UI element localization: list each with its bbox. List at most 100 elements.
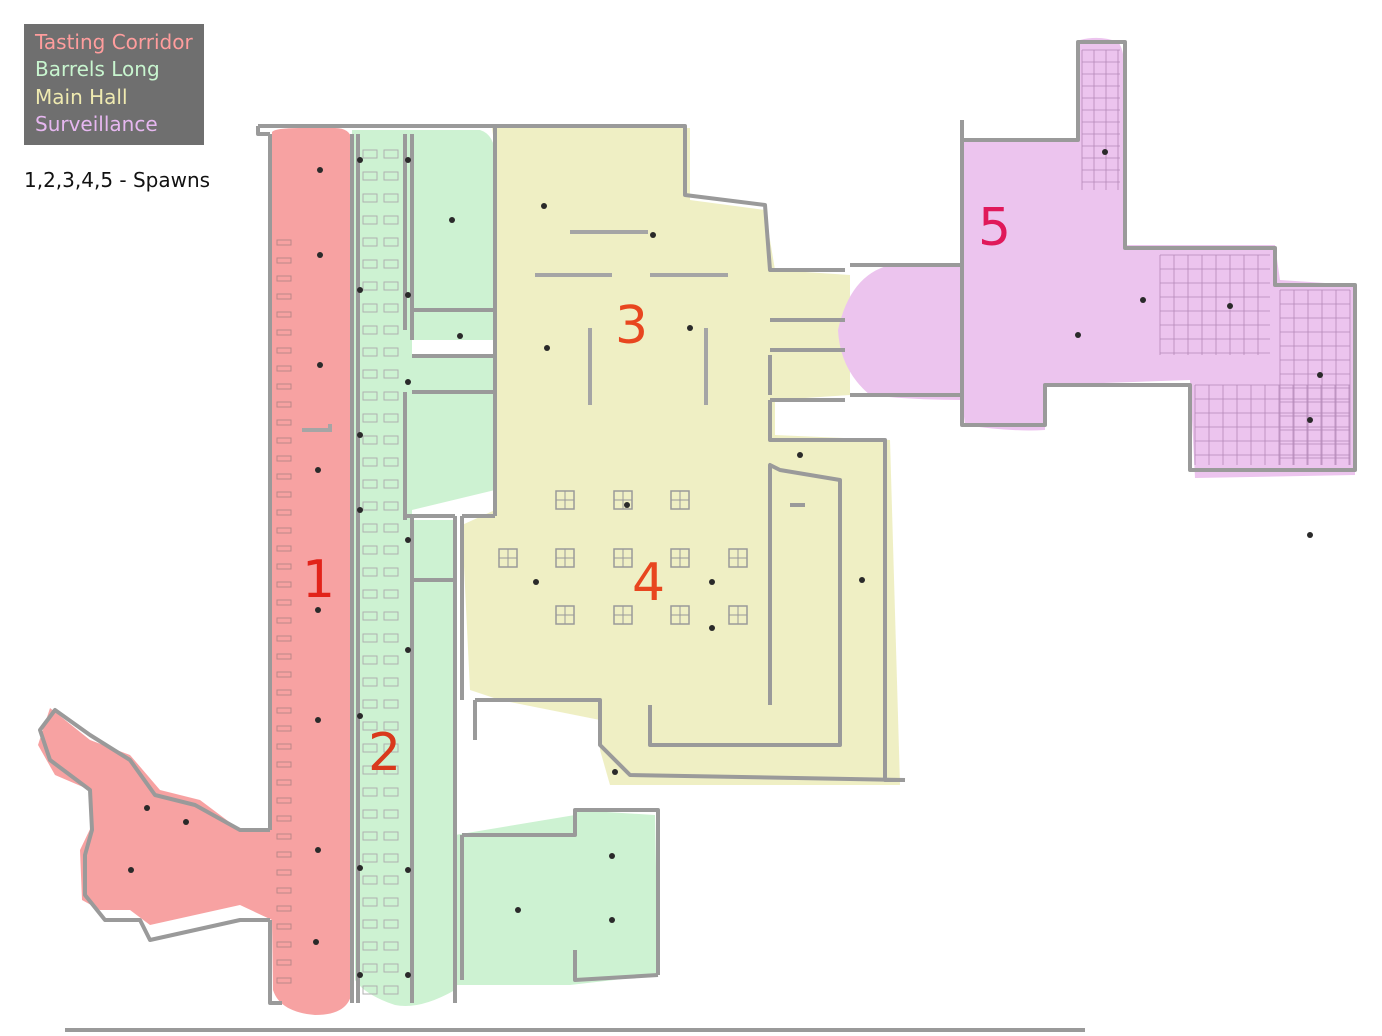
fixture xyxy=(276,941,292,948)
barrel xyxy=(362,787,378,797)
map-marker xyxy=(405,972,411,978)
barrel xyxy=(362,611,378,621)
map-marker xyxy=(128,867,134,873)
map-marker xyxy=(405,537,411,543)
spawn-label-2: 2 xyxy=(368,723,401,783)
barrel xyxy=(362,237,378,247)
barrel xyxy=(383,919,399,929)
map-marker xyxy=(315,847,321,853)
barrel xyxy=(383,369,399,379)
table xyxy=(555,605,575,625)
table xyxy=(670,548,690,568)
fixture xyxy=(276,563,292,570)
fixture xyxy=(276,473,292,480)
barrel xyxy=(383,479,399,489)
barrel xyxy=(383,963,399,973)
barrel xyxy=(362,435,378,445)
spawn-label-5: 5 xyxy=(978,198,1011,258)
fixture xyxy=(276,509,292,516)
barrel xyxy=(362,325,378,335)
barrel xyxy=(362,457,378,467)
fixture xyxy=(276,599,292,606)
barrel xyxy=(362,171,378,181)
barrel xyxy=(383,545,399,555)
barrel xyxy=(383,809,399,819)
barrel xyxy=(383,259,399,269)
barrel xyxy=(362,589,378,599)
fixture xyxy=(276,257,292,264)
spawn-label-3: 3 xyxy=(615,296,648,356)
map-marker xyxy=(405,867,411,873)
map-marker xyxy=(687,325,693,331)
barrel xyxy=(383,281,399,291)
fixture xyxy=(276,869,292,876)
map-marker xyxy=(609,853,615,859)
barrel xyxy=(362,149,378,159)
map-marker xyxy=(405,292,411,298)
barrel xyxy=(383,391,399,401)
fixture xyxy=(276,293,292,300)
map-marker xyxy=(1317,372,1323,378)
spawn-label-1: 1 xyxy=(302,550,335,610)
fixture xyxy=(276,959,292,966)
legend-item-main-hall: Main Hall xyxy=(35,85,128,109)
fixture xyxy=(276,401,292,408)
barrel xyxy=(383,677,399,687)
map-marker xyxy=(709,625,715,631)
barrel xyxy=(362,941,378,951)
map-marker xyxy=(357,972,363,978)
barrel xyxy=(383,655,399,665)
barrel xyxy=(362,831,378,841)
map-marker xyxy=(357,713,363,719)
fixture xyxy=(276,437,292,444)
barrel xyxy=(383,611,399,621)
fixture xyxy=(276,779,292,786)
barrel xyxy=(383,589,399,599)
zone-legend: Tasting Corridor Barrels Long Main Hall … xyxy=(24,24,204,145)
main-hall-zone xyxy=(462,128,900,785)
barrel xyxy=(362,809,378,819)
map-marker xyxy=(357,507,363,513)
fixture xyxy=(276,815,292,822)
fixture xyxy=(276,977,292,984)
surveillance-floor-grid xyxy=(1081,49,1351,465)
fixture xyxy=(276,383,292,390)
barrel xyxy=(383,743,399,753)
fixture xyxy=(276,347,292,354)
barrel xyxy=(362,303,378,313)
table xyxy=(613,605,633,625)
fixture xyxy=(276,671,292,678)
spawn-label-4: 4 xyxy=(632,553,665,613)
map-marker xyxy=(317,362,323,368)
fixture xyxy=(276,851,292,858)
fixture xyxy=(276,635,292,642)
fixture xyxy=(276,797,292,804)
fixture xyxy=(276,617,292,624)
barrel xyxy=(383,721,399,731)
table-grid xyxy=(498,490,748,625)
barrel xyxy=(383,347,399,357)
barrel xyxy=(362,721,378,731)
fixture xyxy=(276,455,292,462)
barrel xyxy=(362,567,378,577)
map-marker xyxy=(1075,332,1081,338)
barrels-long-zone xyxy=(352,130,658,1006)
map-marker xyxy=(183,819,189,825)
map-marker xyxy=(317,252,323,258)
barrel xyxy=(383,853,399,863)
barrel xyxy=(383,567,399,577)
barrel xyxy=(362,259,378,269)
map-marker xyxy=(797,452,803,458)
barrel xyxy=(383,171,399,181)
fixture xyxy=(276,905,292,912)
map-marker xyxy=(315,607,321,613)
fixture xyxy=(276,365,292,372)
map-marker xyxy=(315,467,321,473)
table xyxy=(613,490,633,510)
barrel xyxy=(362,875,378,885)
legend-item-surveillance: Surveillance xyxy=(35,112,158,136)
map-marker xyxy=(650,232,656,238)
barrel xyxy=(362,281,378,291)
map-marker xyxy=(1140,297,1146,303)
